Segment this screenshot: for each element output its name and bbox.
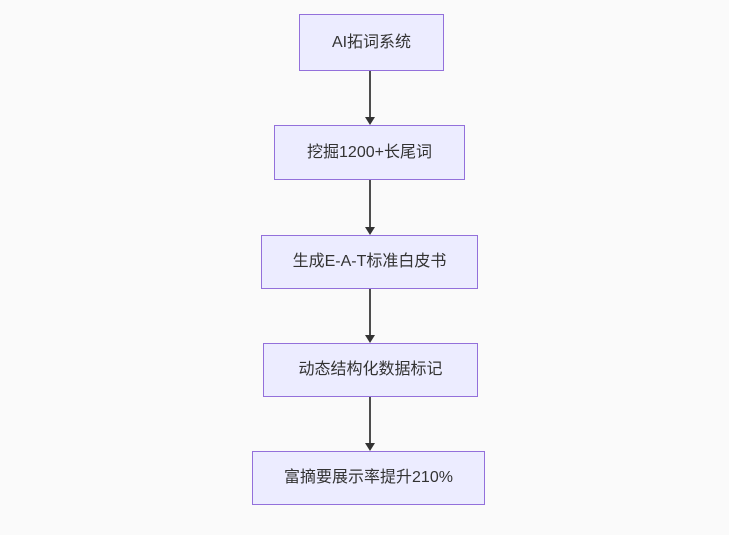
flowchart-node-rich-snippet-uplift: 富摘要展示率提升210% [252,451,485,505]
flow-arrow-a-to-b [364,71,376,125]
node-label: 挖掘1200+长尾词 [307,143,432,161]
flow-arrow-d-to-e [364,397,376,451]
arrow-line [369,397,371,446]
arrowhead-down-icon [365,227,375,235]
arrowhead-down-icon [365,443,375,451]
flowchart-node-structured-data-markup: 动态结构化数据标记 [263,343,478,397]
arrow-line [369,289,371,338]
arrow-line [369,71,371,120]
flow-arrow-c-to-d [364,289,376,343]
arrowhead-down-icon [365,335,375,343]
arrow-line [369,180,371,230]
node-label: 富摘要展示率提升210% [284,469,453,487]
node-label: AI拓词系统 [331,33,412,51]
arrowhead-down-icon [365,117,375,125]
flowchart-node-ai-keyword-system: AI拓词系统 [299,14,444,71]
flowchart-node-eat-whitepaper: 生成E-A-T标准白皮书 [261,235,478,289]
node-label: 动态结构化数据标记 [298,361,443,379]
node-label: 生成E-A-T标准白皮书 [292,253,447,271]
flow-arrow-b-to-c [364,180,376,235]
flowchart-node-longtail-mining: 挖掘1200+长尾词 [274,125,465,180]
